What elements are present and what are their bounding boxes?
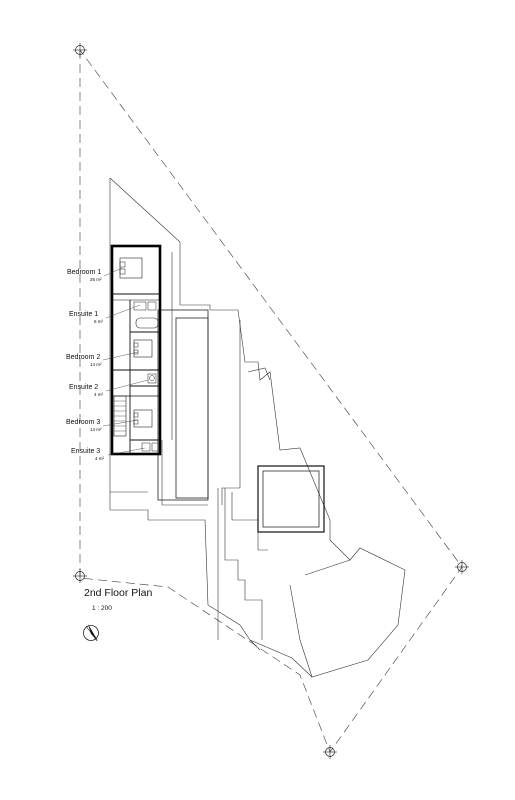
toilet-3 — [141, 442, 159, 452]
svg-text:14 m²: 14 m² — [90, 362, 102, 367]
plan-scale: 1 : 200 — [92, 605, 112, 612]
survey-marker-east — [455, 560, 469, 574]
svg-text:4 m²: 4 m² — [95, 456, 105, 461]
svg-text:Bedroom 3: Bedroom 3 — [66, 419, 100, 426]
bed-2 — [133, 339, 153, 358]
terrace-outline — [157, 309, 209, 501]
room-label-bedroom-1: Bedroom 1 26 m² — [67, 267, 123, 282]
svg-text:Bedroom 1: Bedroom 1 — [67, 269, 101, 276]
survey-marker-south — [323, 745, 337, 759]
svg-text:Ensuite 1: Ensuite 1 — [69, 311, 98, 318]
north-arrow-icon — [83, 624, 99, 642]
room-label-ensuite-1: Ensuite 1 6 m² — [69, 304, 141, 324]
stair — [113, 395, 127, 437]
svg-text:26 m²: 26 m² — [90, 277, 102, 282]
courtyard — [257, 465, 325, 533]
svg-text:Ensuite 2: Ensuite 2 — [69, 384, 98, 391]
room-label-bedroom-2: Bedroom 2 14 m² — [66, 351, 139, 367]
plan-title: 2nd Floor Plan — [84, 587, 152, 599]
svg-text:6 m²: 6 m² — [94, 319, 104, 324]
svg-text:Bedroom 2: Bedroom 2 — [66, 354, 100, 361]
survey-marker-west — [73, 569, 87, 583]
toilet-2 — [147, 373, 157, 384]
bed-3 — [133, 409, 153, 428]
bed-1 — [119, 257, 143, 279]
upper-floor-wing — [110, 244, 162, 456]
svg-text:14 m²: 14 m² — [90, 427, 102, 432]
room-label-bedroom-3: Bedroom 3 14 m² — [66, 419, 139, 432]
room-label-ensuite-3: Ensuite 3 4 m² — [71, 447, 146, 461]
site-boundary — [79, 49, 463, 753]
survey-marker-north — [73, 43, 87, 57]
svg-text:4 m²: 4 m² — [94, 392, 104, 397]
svg-text:Ensuite 3: Ensuite 3 — [71, 448, 100, 455]
building-outline — [109, 177, 406, 678]
room-label-ensuite-2: Ensuite 2 4 m² — [69, 379, 149, 397]
sink-1 — [133, 301, 157, 311]
bathtub — [135, 317, 159, 329]
